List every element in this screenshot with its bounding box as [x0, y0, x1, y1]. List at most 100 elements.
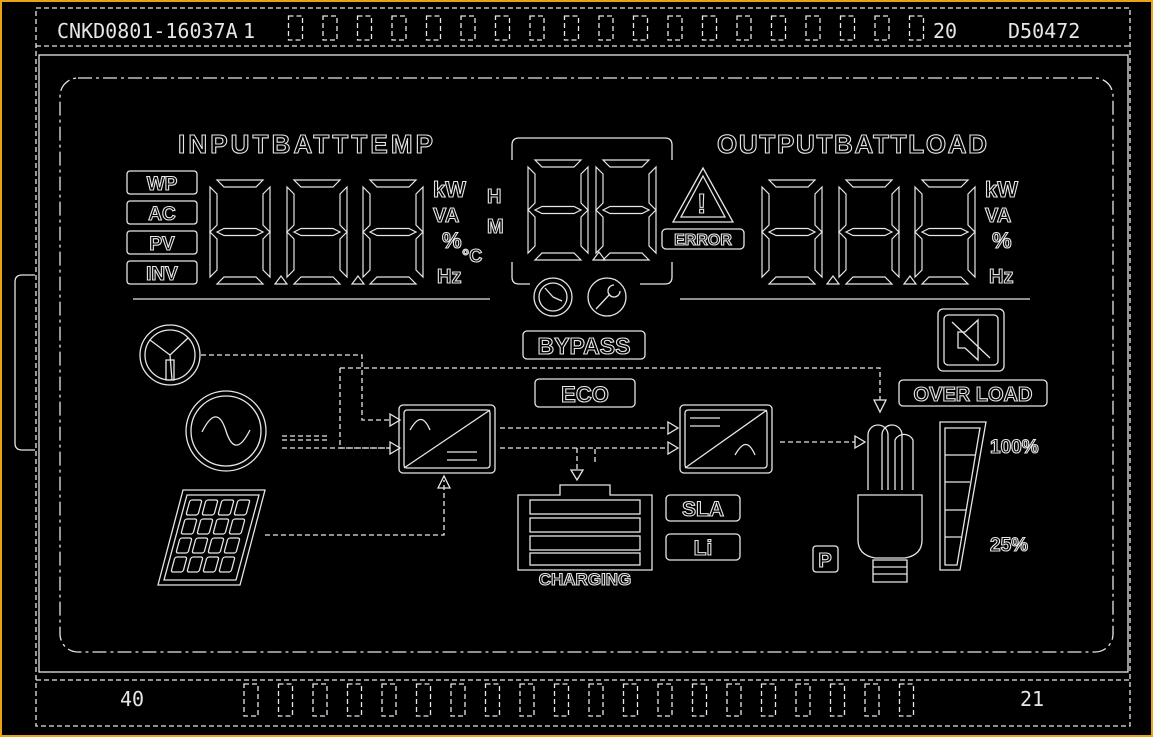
segment	[362, 185, 371, 234]
p-label: P	[818, 550, 831, 572]
mode-labels: WP AC PV INV	[126, 170, 198, 286]
solar-cell	[228, 518, 246, 535]
segment	[967, 230, 976, 279]
segment	[262, 230, 271, 279]
decimal-point	[902, 275, 918, 285]
segment	[580, 165, 589, 212]
timer-digits	[527, 159, 657, 261]
pin-bottom	[415, 683, 432, 717]
segment	[595, 165, 604, 212]
decimal-point	[825, 275, 841, 285]
pin-label-40: 40	[120, 687, 144, 711]
segment	[339, 185, 348, 234]
solar-cell	[175, 537, 193, 554]
pin-label-first: 1	[243, 19, 255, 43]
battery-icon	[517, 484, 653, 571]
solar-cell	[170, 556, 188, 573]
segment	[761, 230, 770, 279]
segment	[415, 185, 424, 234]
segment	[601, 252, 651, 261]
segment	[292, 179, 342, 188]
minutes-label: M	[487, 216, 504, 238]
hours-label: H	[487, 186, 501, 208]
segment	[844, 179, 894, 188]
pin-top	[908, 15, 925, 41]
pin-bottom	[588, 683, 604, 717]
segment	[533, 252, 583, 261]
input-unit-celsius: °C	[462, 246, 482, 266]
bypass-label: BYPASS	[538, 333, 631, 359]
segment	[533, 159, 583, 168]
output-digits	[761, 179, 976, 285]
decimal-point	[350, 275, 366, 285]
segment	[362, 230, 371, 279]
segment	[844, 276, 894, 285]
segment	[292, 276, 342, 285]
pin-bottom	[898, 683, 915, 717]
pin-top	[805, 15, 821, 41]
p-box	[812, 545, 839, 573]
segment	[967, 185, 976, 234]
input-unit-pct: %	[442, 228, 462, 253]
input-digits	[209, 179, 424, 285]
pin-bottom	[760, 683, 777, 717]
segment	[601, 159, 651, 168]
solar-cell	[196, 518, 214, 535]
segment	[580, 208, 589, 255]
sla-label: SLA	[682, 498, 724, 521]
pin-top	[667, 15, 683, 41]
seven-segment-digit	[527, 159, 607, 261]
segment	[767, 276, 817, 285]
pin-bottom	[243, 683, 259, 717]
output-inverter-icon	[679, 404, 773, 474]
output-title: OUTPUTBATTLOAD	[717, 129, 987, 159]
segment	[920, 227, 970, 237]
decimal-point	[591, 251, 607, 261]
pin-bottom	[346, 683, 363, 717]
segment	[844, 227, 894, 237]
segment	[601, 205, 651, 215]
solar-cell	[191, 537, 209, 554]
solar-cell	[180, 518, 198, 535]
load-100-label: 100%	[990, 437, 1039, 458]
segment	[891, 230, 900, 279]
pin-top	[632, 15, 649, 41]
error-box	[661, 228, 745, 250]
segment	[262, 185, 271, 234]
pin-top	[874, 15, 890, 41]
load-25-label: 25%	[990, 535, 1028, 556]
segment	[292, 227, 342, 237]
pin-top	[287, 15, 304, 41]
glass-outline	[38, 54, 1129, 673]
pin-bottom	[484, 683, 501, 717]
pin-top	[736, 15, 752, 41]
segment	[215, 179, 265, 188]
pin-bottom	[795, 683, 811, 717]
solar-cell	[186, 556, 204, 573]
pin-bottom	[381, 683, 397, 717]
pin-bottom	[864, 683, 880, 717]
segment	[368, 179, 418, 188]
input-unit-hz: Hz	[437, 266, 461, 288]
eco-box	[534, 378, 636, 408]
pv-box	[126, 230, 198, 255]
mode-inv: INV	[146, 264, 178, 285]
ac-box	[126, 200, 198, 225]
segment	[527, 208, 536, 255]
segment	[209, 185, 218, 234]
seven-segment-digit	[761, 179, 841, 285]
timer-bracket	[511, 137, 673, 285]
decimal-point	[273, 275, 289, 285]
error-label: ERROR	[674, 232, 732, 249]
pin-top	[391, 15, 407, 41]
warning-icon: !	[671, 166, 735, 223]
pin-bottom	[277, 683, 294, 717]
pin-bottom	[691, 683, 708, 717]
pin-top	[529, 15, 545, 41]
segment	[914, 185, 923, 234]
segment	[891, 185, 900, 234]
pin-top	[770, 15, 787, 41]
segment	[814, 230, 823, 279]
